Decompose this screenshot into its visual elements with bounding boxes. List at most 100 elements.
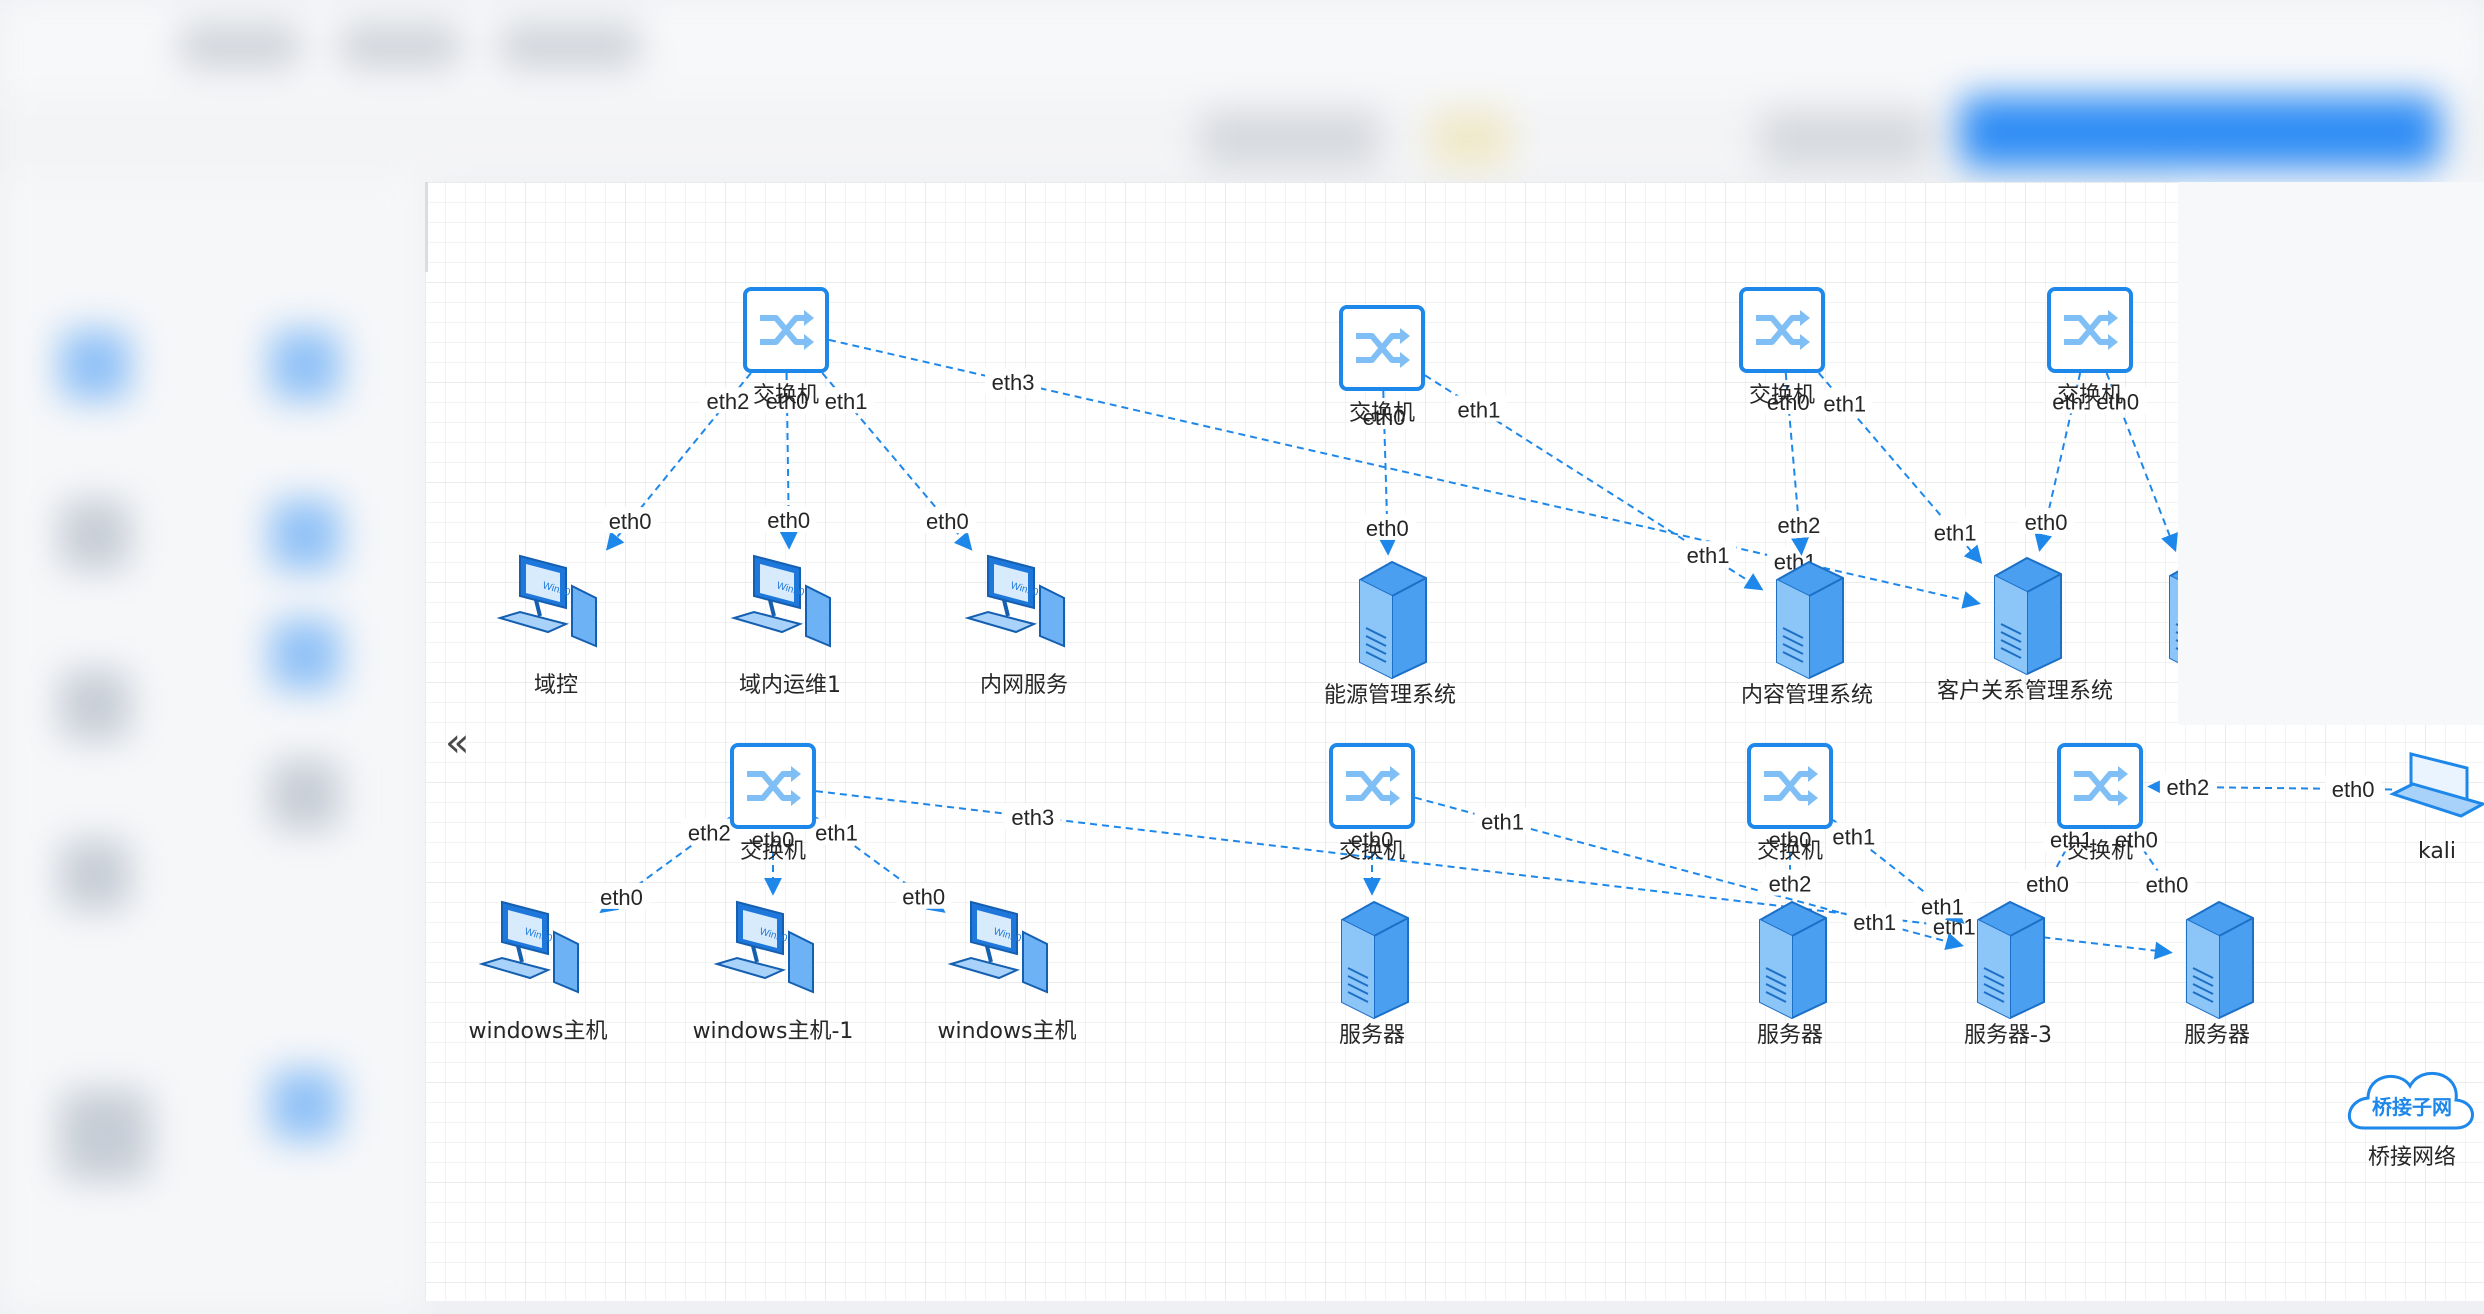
node-label: 交换机: [2057, 383, 2123, 408]
server-icon: [1977, 900, 2045, 1020]
port-label-from: eth3: [992, 370, 1035, 395]
link-sw_d-s_hidden[interactable]: eth0: [2089, 372, 2178, 553]
node-host-h_ops[interactable]: Win10 域内运维1: [730, 554, 841, 698]
link-sw_c-s_cms[interactable]: eth0 eth2: [1760, 372, 1827, 556]
node-label: 交换机: [1349, 401, 1415, 426]
switch-icon: [730, 743, 816, 829]
node-switch-sw_b[interactable]: 交换机: [1339, 305, 1425, 426]
node-switch-sw_f[interactable]: 交换机: [1329, 743, 1415, 864]
node-label: 交换机: [2067, 839, 2133, 864]
port-label-from: eth1: [1481, 809, 1524, 834]
node-switch-sw_a[interactable]: 交换机: [743, 287, 829, 408]
link-sw_g-srv_3[interactable]: eth1 eth1: [1825, 819, 1971, 924]
link-line[interactable]: [2105, 372, 2178, 553]
link-sw_b-s_energy[interactable]: eth0 eth0: [1356, 390, 1416, 556]
port-label-from: eth1: [2050, 828, 2093, 853]
port-label-from: eth1: [1457, 398, 1500, 423]
server-icon: [1994, 556, 2062, 676]
port-label-to: eth0: [1366, 516, 1409, 541]
switch-icon: [743, 287, 829, 373]
port-label-from: eth1: [1823, 391, 1866, 416]
port-label-to: eth0: [2026, 872, 2069, 897]
node-switch-sw_e[interactable]: 交换机: [730, 743, 816, 864]
link-sw_e-w_host2[interactable]: eth0: [745, 825, 801, 896]
switch-icon: [2047, 287, 2133, 373]
port-label-from: eth1: [1832, 824, 1875, 849]
link-sw_f-srv_3[interactable]: eth1 eth1: [1414, 796, 1964, 951]
switch-icon: [1747, 743, 1833, 829]
port-label-from: eth0: [766, 389, 809, 414]
switch-icon: [1739, 287, 1825, 373]
diagram-canvas[interactable]: « eth2eth0eth0eth0eth1eth0eth3eth1eth0et…: [425, 182, 2484, 1301]
node-label: 交换机: [740, 839, 806, 864]
node-label: 服务器: [1757, 1023, 1823, 1048]
node-label: 域内运维1: [739, 673, 841, 698]
switch-icon: [1329, 743, 1415, 829]
collapse-panel-button[interactable]: «: [445, 720, 469, 766]
port-label-from: eth0: [2332, 777, 2375, 802]
port-label-to: eth2: [2166, 775, 2209, 800]
link-sw_h-srv_3[interactable]: eth1 eth0: [2019, 825, 2100, 898]
node-server-srv_3[interactable]: 服务器-3: [1964, 900, 2052, 1048]
host-icon: Win10: [713, 900, 814, 994]
port-label-to: eth1: [1934, 520, 1977, 545]
node-label: 交换机: [1339, 839, 1405, 864]
link-sw_f-srv_1[interactable]: eth0: [1344, 825, 1400, 896]
node-label: 能源管理系统: [1324, 683, 1456, 708]
node-label: 交换机: [1749, 383, 1815, 408]
node-server-s_crm[interactable]: 客户关系管理系统: [1937, 556, 2113, 704]
port-label-to: eth0: [2025, 510, 2068, 535]
link-kali-sw_h[interactable]: eth0 eth2: [2147, 773, 2393, 802]
node-label: 内容管理系统: [1741, 683, 1873, 708]
port-label-from: eth2: [688, 821, 731, 846]
port-label-to: eth0: [609, 509, 652, 534]
port-label-to: eth0: [926, 509, 969, 534]
node-server-srv_4[interactable]: 服务器: [2184, 900, 2254, 1048]
host-icon: Win10: [730, 554, 831, 648]
server-icon: [2186, 900, 2254, 1020]
link-sw_c-s_crm[interactable]: eth1 eth1: [1816, 372, 1984, 565]
node-switch-sw_g[interactable]: 交换机: [1747, 743, 1833, 864]
host-icon: Win10: [947, 900, 1048, 994]
port-label-to: eth0: [767, 508, 810, 533]
port-label-to: eth0: [2146, 872, 2189, 897]
node-server-s_cms[interactable]: 内容管理系统: [1741, 560, 1873, 708]
host-icon: Win10: [478, 900, 579, 994]
port-label-from: eth0: [752, 827, 795, 852]
node-switch-sw_h[interactable]: 交换机: [2057, 743, 2143, 864]
port-label-to: eth1: [1853, 910, 1896, 935]
cloud-inner-label: 桥接子网: [2372, 1095, 2452, 1119]
node-switch-sw_d[interactable]: 交换机: [2047, 287, 2133, 408]
link-sw_a-h_intranet[interactable]: eth1 eth0: [818, 372, 976, 551]
port-label-from: eth1: [825, 389, 868, 414]
node-laptop-kali[interactable]: kali: [2389, 752, 2484, 864]
port-label-to: eth2: [1778, 513, 1821, 538]
switch-icon: [1339, 305, 1425, 391]
port-label-from: eth0: [1351, 827, 1394, 852]
port-label-from: eth0: [2096, 389, 2139, 414]
port-label-from: eth1: [815, 821, 858, 846]
node-label: 桥接网络: [2368, 1145, 2456, 1170]
node-server-srv_2[interactable]: 服务器: [1757, 900, 1827, 1048]
port-label-to: eth2: [1769, 872, 1812, 897]
port-label-from: eth0: [1767, 390, 1810, 415]
port-label-from: eth0: [1363, 405, 1406, 430]
link-sw_a-h_ops[interactable]: eth0 eth0: [759, 372, 817, 550]
node-server-s_energy[interactable]: 能源管理系统: [1324, 560, 1456, 708]
node-switch-sw_c[interactable]: 交换机: [1739, 287, 1825, 408]
node-server-srv_1[interactable]: 服务器: [1339, 900, 1409, 1048]
node-label: 交换机: [1757, 839, 1823, 864]
port-label-to: eth1: [1921, 894, 1964, 919]
